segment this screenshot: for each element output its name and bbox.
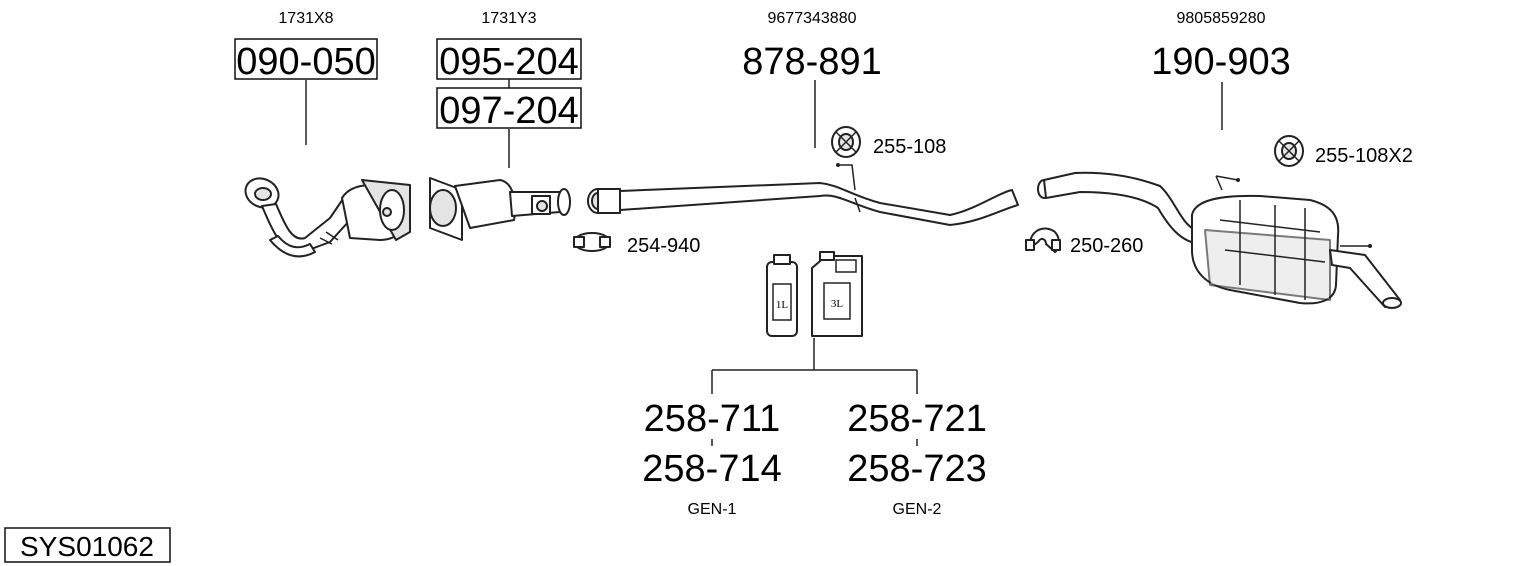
hanger-255-108x2-label: 255-108X2	[1315, 145, 1413, 167]
gen1-part-number-2[interactable]: 258-714	[642, 448, 781, 490]
paste-can-1l-icon[interactable]: 1L	[766, 254, 798, 337]
manifold-drawing[interactable]	[241, 173, 411, 258]
system-id-box	[4, 527, 171, 563]
catalyst-oe-number: 1731Y3	[481, 10, 536, 27]
rear-silencer-oe-number: 9805859280	[1177, 10, 1266, 27]
catalyst-part-box-1	[436, 38, 582, 80]
hanger-255-108x2-icon[interactable]	[1274, 135, 1304, 167]
catalyst-part-number-2[interactable]: 097-204	[439, 90, 578, 132]
gen2-part-number-2[interactable]: 258-723	[847, 448, 986, 490]
middle-pipe-drawing[interactable]	[587, 163, 1019, 226]
rear-silencer-drawing[interactable]	[1037, 171, 1402, 309]
paste-bracket	[711, 338, 918, 394]
manifold-part-box	[234, 38, 378, 80]
middle-pipe-oe-number: 9677343880	[768, 10, 857, 27]
manifold-part-number[interactable]: 090-050	[236, 41, 375, 83]
clamp-250-260-icon[interactable]	[1025, 227, 1061, 253]
gen1-part-number-1[interactable]: 258-711	[644, 398, 781, 440]
paste-can-3l-label: 3L	[831, 298, 844, 310]
middle-pipe-part-number[interactable]: 878-891	[742, 41, 881, 83]
gen2-label: GEN-2	[893, 501, 942, 518]
catalyst-part-number-1[interactable]: 095-204	[439, 41, 578, 83]
paste-can-3l-icon[interactable]: 3L	[811, 251, 863, 337]
rear-silencer-part-number[interactable]: 190-903	[1151, 41, 1290, 83]
catalyst-part-box-2	[436, 87, 582, 129]
clamp-254-940-icon[interactable]	[573, 232, 611, 252]
gen1-label: GEN-1	[688, 501, 737, 518]
hanger-255-108-label: 255-108	[873, 136, 946, 158]
hanger-255-108-icon[interactable]	[831, 126, 861, 158]
clamp-254-940-label: 254-940	[627, 235, 700, 257]
gen2-part-number-1[interactable]: 258-721	[847, 398, 986, 440]
paste-can-1l-label: 1L	[776, 299, 789, 311]
manifold-oe-number: 1731X8	[278, 10, 333, 27]
clamp-250-260-label: 250-260	[1070, 235, 1143, 257]
system-id: SYS01062	[20, 531, 154, 562]
catalyst-drawing[interactable]	[429, 177, 571, 241]
